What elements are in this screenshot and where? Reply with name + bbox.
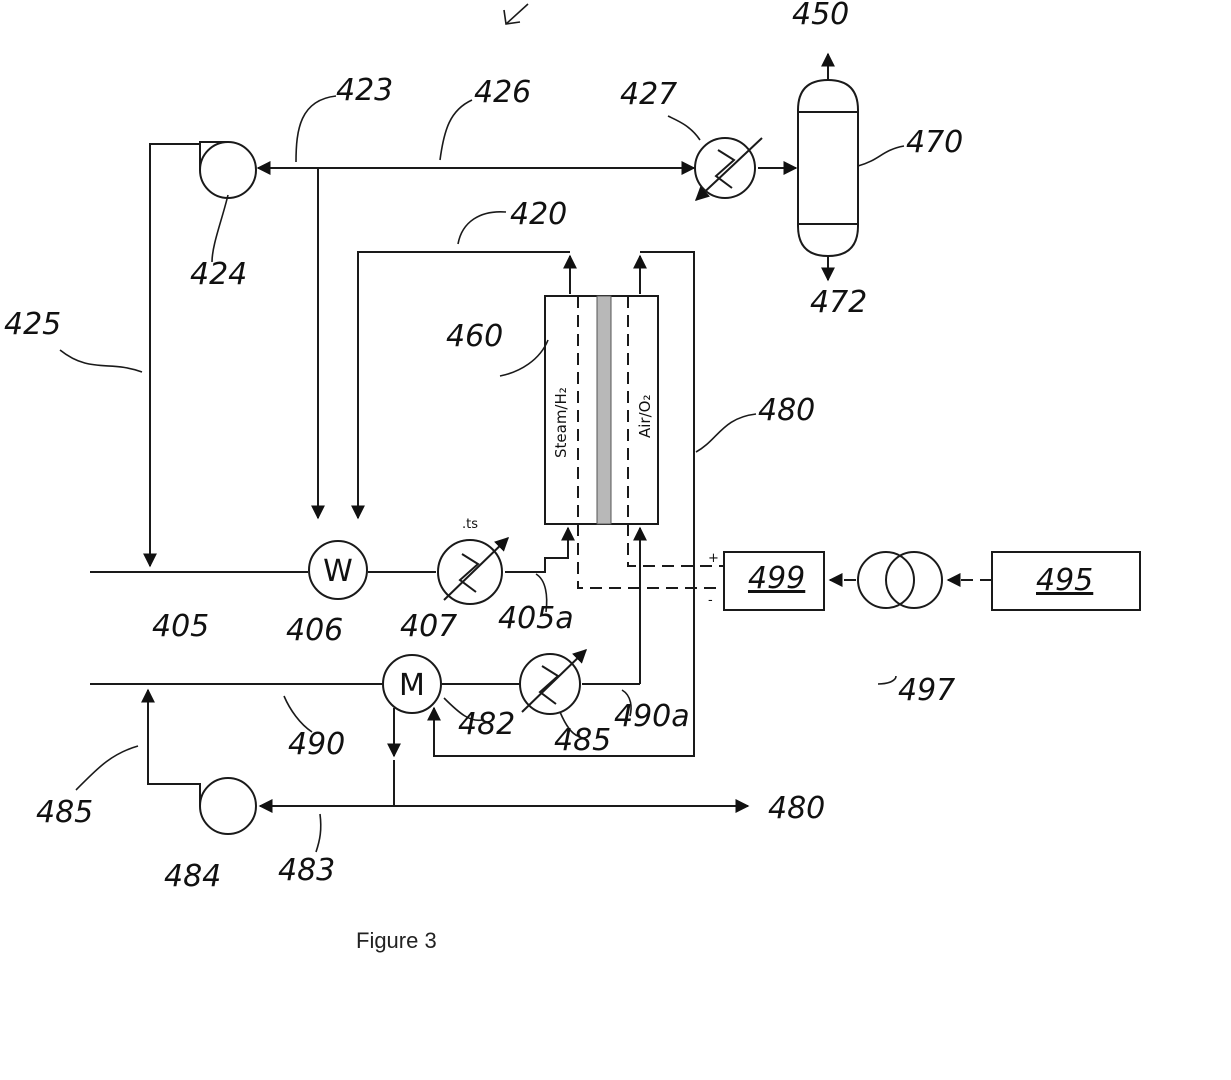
minus-sign: -: [708, 593, 713, 608]
line-420: [358, 252, 570, 518]
ref-483: 483: [278, 853, 335, 888]
ref-485-hx: 485: [554, 723, 611, 758]
transformer-497: [858, 552, 942, 608]
ref-450: 450: [792, 0, 849, 32]
heater-406-symbol: W: [323, 554, 353, 589]
electric-heater-407: .ts: [438, 517, 508, 604]
ref-460: 460: [446, 319, 503, 354]
ref-405a: 405a: [498, 601, 574, 636]
ref-484: 484: [164, 859, 221, 894]
plus-sign: +: [708, 551, 719, 566]
reference-numerals: 423 426 427 450 470 472 420 424 425 460 …: [4, 0, 1093, 894]
cooler-427: [695, 138, 762, 200]
ref-423: 423: [336, 73, 393, 108]
figure-pointer-arrow: [504, 4, 528, 24]
heat-exchanger-482: M: [383, 655, 441, 806]
recycle-pump-424: [200, 142, 256, 262]
ref-482: 482: [458, 707, 515, 742]
product-line-426: [150, 144, 796, 566]
separator-vessel-470: [798, 54, 858, 280]
ref-497: 497: [898, 673, 955, 708]
ref-472: 472: [810, 285, 867, 320]
ref-490: 490: [288, 727, 345, 762]
ref-405: 405: [152, 609, 209, 644]
dc-power-lines: + -: [578, 524, 724, 608]
ref-427: 427: [620, 77, 677, 112]
ref-499: 499: [748, 561, 805, 596]
ref-480-out: 480: [768, 791, 825, 826]
ref-485: 485: [36, 795, 93, 830]
heater-482-symbol: M: [399, 668, 425, 703]
ref-490a: 490a: [614, 699, 690, 734]
air-blower-484: [148, 690, 256, 834]
cell-cathode-label: Air/O₂: [636, 395, 654, 438]
ref-407: 407: [400, 609, 457, 644]
svg-text:.ts: .ts: [462, 517, 478, 532]
cell-anode-label: Steam/H₂: [552, 387, 570, 458]
ref-425: 425: [4, 307, 61, 342]
electric-heater-485: [520, 650, 586, 714]
ref-495: 495: [1036, 563, 1093, 598]
ref-470: 470: [906, 125, 963, 160]
figure-caption: Figure 3: [356, 928, 437, 953]
ref-426: 426: [474, 75, 531, 110]
line-490a: [582, 528, 640, 684]
ref-424: 424: [190, 257, 247, 292]
ref-406: 406: [286, 613, 343, 648]
heat-exchanger-406: W: [309, 541, 367, 599]
electrolysis-cell-460: Steam/H₂ Air/O₂: [545, 296, 658, 524]
ref-420: 420: [510, 197, 567, 232]
ref-480-right: 480: [758, 393, 815, 428]
